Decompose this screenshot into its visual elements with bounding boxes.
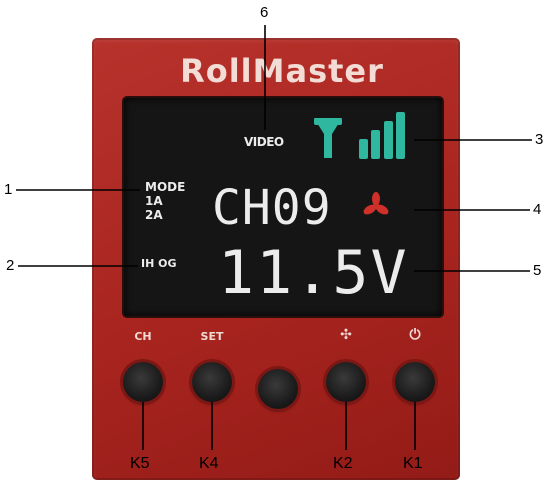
antenna-icon	[314, 118, 342, 158]
key-label-k4: K4	[199, 455, 219, 472]
set-button-label: SET	[200, 330, 224, 343]
mode-label: MODE	[145, 180, 186, 194]
callout-5: 5	[533, 262, 542, 279]
key-label-k1: K1	[403, 455, 423, 472]
ch-button[interactable]	[123, 362, 163, 402]
mode-option-2a: 2A	[145, 208, 163, 222]
channel-display: CH09	[212, 180, 332, 236]
callout-3: 3	[535, 131, 544, 148]
signal-bars-icon	[359, 112, 405, 159]
power-button-label: ⏻	[409, 327, 421, 343]
fan-button-label: ✣	[340, 327, 352, 343]
fan-icon	[363, 192, 389, 215]
fan-button[interactable]	[326, 362, 366, 402]
mode-option-1a: 1A	[145, 194, 163, 208]
voltage-display: 11.5V	[218, 238, 409, 308]
callout-lines	[16, 25, 532, 450]
callout-6: 6	[260, 4, 269, 21]
key-label-k2: K2	[333, 455, 353, 472]
ihog-label: IH OG	[141, 257, 177, 270]
callout-4: 4	[533, 201, 542, 218]
key-label-k5: K5	[130, 455, 150, 472]
brand-logo: RollMaster	[180, 52, 384, 90]
set-button[interactable]	[192, 362, 232, 402]
callout-1: 1	[4, 181, 13, 198]
mode-indicator: MODE 1A 2A	[145, 180, 185, 222]
blank-button[interactable]	[258, 369, 298, 409]
video-label: VIDEO	[244, 135, 284, 149]
callout-2: 2	[6, 257, 15, 274]
ch-button-label: CH	[134, 330, 152, 343]
power-button[interactable]	[395, 362, 435, 402]
